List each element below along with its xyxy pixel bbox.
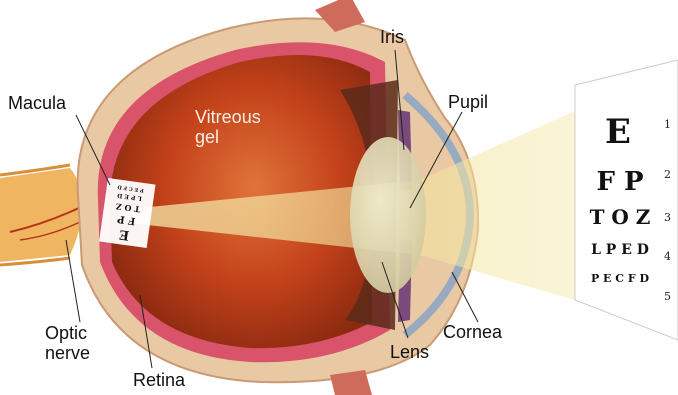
- eye-chart-number: 3: [664, 211, 671, 224]
- lens-shape: [350, 137, 426, 293]
- eye-chart-row: L P E D: [591, 242, 649, 258]
- eye-chart-number: 5: [664, 290, 671, 303]
- eye-chart-number: 1: [664, 118, 671, 131]
- eye-chart: E 1 F P 2 T O Z 3 L P E D 4 P E C F D 5: [575, 60, 678, 340]
- retina-image: E F P T O Z L P E D P E C F D: [99, 178, 155, 248]
- eye-chart-row: T O Z: [590, 205, 651, 229]
- label-optic-nerve: Optic nerve: [45, 323, 90, 363]
- eye-chart-row: P E C F D: [591, 272, 650, 285]
- label-pupil: Pupil: [448, 92, 488, 112]
- eye-chart-number: 4: [664, 250, 671, 263]
- eye-chart-card: [575, 60, 678, 340]
- eye-chart-row: E: [605, 112, 631, 152]
- label-vitreous-gel: Vitreous gel: [195, 107, 261, 147]
- label-retina: Retina: [133, 370, 185, 390]
- eye-chart-row: F P: [596, 167, 643, 197]
- label-iris: Iris: [380, 27, 404, 47]
- label-lens: Lens: [390, 342, 429, 362]
- eye-chart-number: 2: [664, 168, 671, 181]
- label-cornea: Cornea: [443, 322, 502, 342]
- label-macula: Macula: [8, 93, 66, 113]
- optic-nerve-leader-line: [66, 240, 80, 322]
